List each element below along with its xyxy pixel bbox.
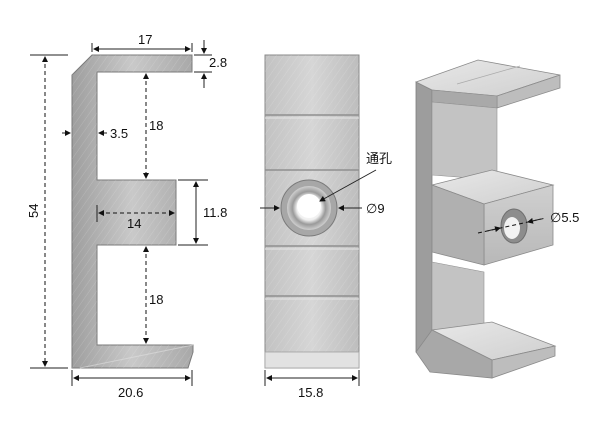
front-view: 通孔 ∅9 15.8 (260, 54, 392, 400)
dim-overall-height: 54 (26, 204, 41, 218)
dim-tab-height: 11.8 (203, 205, 227, 220)
dim-upper-gap: 18 (149, 118, 163, 133)
iso-hole-diameter: ∅5.5 (550, 210, 579, 225)
dim-bottom-width: 20.6 (118, 385, 143, 400)
side-view: 17 2.8 3.5 18 54 14 11.8 18 (26, 32, 227, 400)
dim-top-width: 17 (138, 32, 152, 47)
iso-view: ∅5.5 (414, 59, 579, 379)
dim-tab-length: 14 (127, 216, 141, 231)
dim-front-width: 15.8 (298, 385, 323, 400)
dim-lip-thickness: 2.8 (209, 55, 227, 70)
dim-wall-thickness: 3.5 (110, 126, 128, 141)
dim-lower-gap: 18 (149, 292, 163, 307)
hole-label: 通孔 (366, 151, 392, 166)
front-hole-diameter: ∅9 (366, 201, 385, 216)
